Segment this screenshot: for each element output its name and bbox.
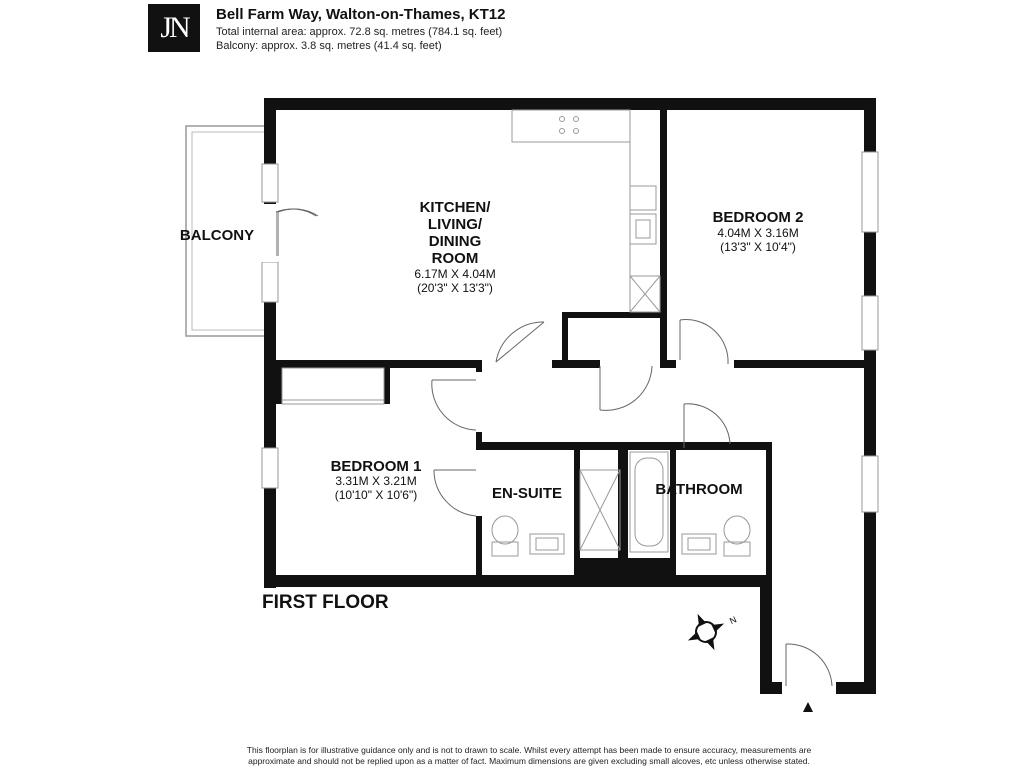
bathroom-fittings xyxy=(629,451,751,557)
compass-icon: N xyxy=(687,613,738,651)
kitchen-label: KITCHEN/ LIVING/ DINING ROOM 6.17M X 4.0… xyxy=(414,199,495,295)
floor-label: FIRST FLOOR xyxy=(262,592,389,613)
kitchen-name-line2: LIVING/ xyxy=(428,216,483,233)
bedroom2-name: BEDROOM 2 xyxy=(713,209,804,226)
disclaimer-line1: This floorplan is for illustrative guida… xyxy=(246,745,812,755)
kitchen-name-line1: KITCHEN/ xyxy=(420,199,492,216)
bedroom1-name: BEDROOM 1 xyxy=(331,458,422,475)
property-address: Bell Farm Way, Walton-on-Thames, KT12 xyxy=(216,6,506,23)
doors xyxy=(264,204,833,687)
bedroom1-dim-metric: 3.31M X 3.21M xyxy=(335,474,416,488)
wardrobe xyxy=(281,367,385,405)
bedroom2-dim-metric: 4.04M X 3.16M xyxy=(717,226,798,240)
entrance-arrow-icon xyxy=(803,702,813,712)
bedroom2-dim-imperial: (13'3" X 10'4") xyxy=(720,240,796,254)
agency-logo: JN xyxy=(148,4,200,52)
total-area-text: Total internal area: approx. 72.8 sq. me… xyxy=(216,26,503,38)
bedroom1-dim-imperial: (10'10" X 10'6") xyxy=(335,488,417,502)
bedroom1-label: BEDROOM 1 3.31M X 3.21M (10'10" X 10'6") xyxy=(331,458,422,502)
ensuite-name: EN-SUITE xyxy=(492,485,562,502)
kitchen-name-line3: DINING xyxy=(429,233,482,250)
kitchen-dim-imperial: (20'3" X 13'3") xyxy=(417,281,493,295)
disclaimer-line2: approximate and should not be replied up… xyxy=(248,756,810,766)
balcony-name: BALCONY xyxy=(180,227,254,244)
bedroom2-label: BEDROOM 2 4.04M X 3.16M (13'3" X 10'4") xyxy=(713,209,804,254)
compass-north-label: N xyxy=(728,614,738,626)
kitchen-units xyxy=(511,109,661,313)
kitchen-dim-metric: 6.17M X 4.04M xyxy=(414,267,495,281)
disclaimer: This floorplan is for illustrative guida… xyxy=(0,745,1024,767)
balcony-area-text: Balcony: approx. 3.8 sq. metres (41.4 sq… xyxy=(216,40,442,52)
ensuite-fittings xyxy=(491,469,621,557)
bathroom-name: BATHROOM xyxy=(655,481,742,498)
interior-walls xyxy=(276,108,868,582)
kitchen-name-line4: ROOM xyxy=(432,250,479,267)
